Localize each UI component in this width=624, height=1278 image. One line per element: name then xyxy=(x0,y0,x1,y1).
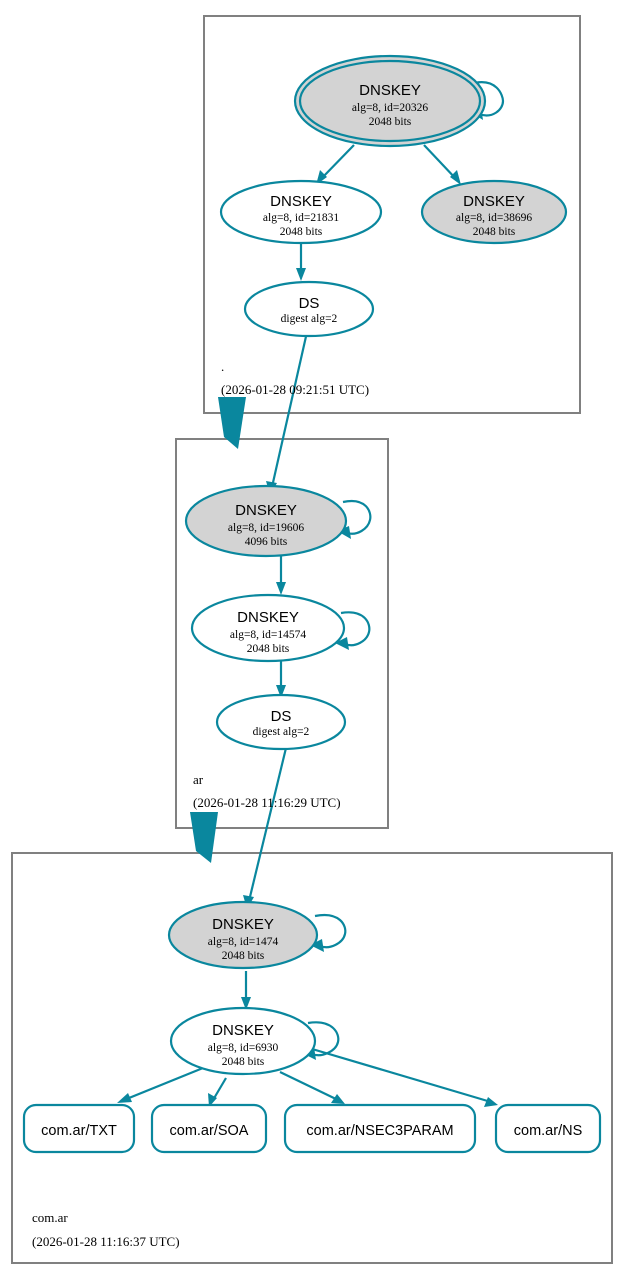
edge-root-zsk-to-ds xyxy=(296,241,306,281)
delegation-arrow-root-to-ar xyxy=(218,397,246,449)
node-keyinfo: alg=8, id=1474 xyxy=(208,936,279,948)
node-com-ar-zsk-6930[interactable]: DNSKEY alg=8, id=6930 2048 bits xyxy=(169,1006,317,1076)
zone-timestamp-root: (2026-01-28 09:21:51 UTC) xyxy=(221,382,369,397)
node-ar-ds[interactable]: DS digest alg=2 xyxy=(215,693,347,751)
rrset-com-ar-nsec3param[interactable]: com.ar/NSEC3PARAM xyxy=(283,1103,477,1154)
node-title: DNSKEY xyxy=(463,193,525,210)
edge-com-ar-ksk-self-sign xyxy=(310,913,347,952)
node-keyinfo: alg=8, id=38696 xyxy=(456,212,532,224)
edge-root-ksk-to-zsk xyxy=(316,144,355,185)
node-title: DNSKEY xyxy=(359,82,421,99)
node-keysize: 2048 bits xyxy=(247,643,290,655)
node-keyinfo: alg=8, id=19606 xyxy=(228,522,304,534)
node-title: DNSKEY xyxy=(270,193,332,210)
node-title: DNSKEY xyxy=(235,502,297,519)
edge-ar-zsk-to-ds xyxy=(276,659,286,698)
rrset-label: com.ar/SOA xyxy=(170,1123,249,1139)
edge-com-ar-zsk-to-txt xyxy=(117,1066,204,1103)
node-root-dnskey-38696[interactable]: DNSKEY alg=8, id=38696 2048 bits xyxy=(420,179,568,245)
rrset-com-ar-ns[interactable]: com.ar/NS xyxy=(494,1103,602,1154)
node-keysize: 2048 bits xyxy=(369,116,412,128)
node-keysize: 4096 bits xyxy=(245,536,288,548)
node-root-ksk-20326[interactable]: DNSKEY alg=8, id=20326 2048 bits xyxy=(293,54,487,148)
node-keyinfo: alg=8, id=6930 xyxy=(208,1042,279,1054)
rrset-com-ar-soa[interactable]: com.ar/SOA xyxy=(150,1103,268,1154)
delegation-arrow-ar-to-com-ar xyxy=(190,812,218,863)
rrset-com-ar-txt[interactable]: com.ar/TXT xyxy=(22,1103,136,1154)
node-title: DNSKEY xyxy=(237,609,299,626)
node-ar-ksk-19606[interactable]: DNSKEY alg=8, id=19606 4096 bits xyxy=(184,484,348,558)
rrset-label: com.ar/TXT xyxy=(41,1123,117,1139)
node-ar-zsk-14574[interactable]: DNSKEY alg=8, id=14574 2048 bits xyxy=(190,593,346,663)
zone-label-com-ar: com.ar xyxy=(32,1210,68,1225)
edge-ar-zsk-self-sign xyxy=(335,611,371,650)
node-keyinfo: alg=8, id=14574 xyxy=(230,629,306,641)
node-com-ar-ksk-1474[interactable]: DNSKEY alg=8, id=1474 2048 bits xyxy=(167,900,319,970)
node-keysize: 2048 bits xyxy=(222,1056,265,1068)
edge-com-ar-ksk-to-zsk xyxy=(241,971,251,1010)
node-title: DNSKEY xyxy=(212,1022,274,1039)
node-root-zsk-21831[interactable]: DNSKEY alg=8, id=21831 2048 bits xyxy=(219,179,383,245)
zone-box-root xyxy=(203,15,581,414)
zone-timestamp-com-ar: (2026-01-28 11:16:37 UTC) xyxy=(32,1234,180,1249)
node-digest: digest alg=2 xyxy=(281,313,338,325)
rrset-label: com.ar/NS xyxy=(514,1123,583,1139)
edge-com-ar-zsk-to-nsec3param xyxy=(279,1071,345,1104)
edge-com-ar-zsk-to-ns xyxy=(301,1044,498,1107)
node-keysize: 2048 bits xyxy=(280,226,323,238)
node-digest: digest alg=2 xyxy=(253,726,310,738)
node-keysize: 2048 bits xyxy=(222,950,265,962)
rrset-label: com.ar/NSEC3PARAM xyxy=(306,1123,453,1139)
zone-label-root: . xyxy=(221,359,224,374)
node-title: DS xyxy=(299,295,320,312)
zone-label-ar: ar xyxy=(193,772,204,787)
edge-com-ar-zsk-to-soa xyxy=(208,1077,227,1107)
node-keysize: 2048 bits xyxy=(473,226,516,238)
edge-ar-ksk-self-sign xyxy=(337,499,372,539)
node-title: DS xyxy=(271,708,292,725)
zone-timestamp-ar: (2026-01-28 11:16:29 UTC) xyxy=(193,795,341,810)
zone-box-com-ar xyxy=(11,852,613,1264)
node-keyinfo: alg=8, id=20326 xyxy=(352,102,428,114)
edge-root-ksk-to-key38696 xyxy=(423,144,461,185)
node-keyinfo: alg=8, id=21831 xyxy=(263,212,339,224)
node-root-ds[interactable]: DS digest alg=2 xyxy=(243,280,375,338)
node-title: DNSKEY xyxy=(212,916,274,933)
edge-ar-ksk-to-zsk xyxy=(276,556,286,595)
